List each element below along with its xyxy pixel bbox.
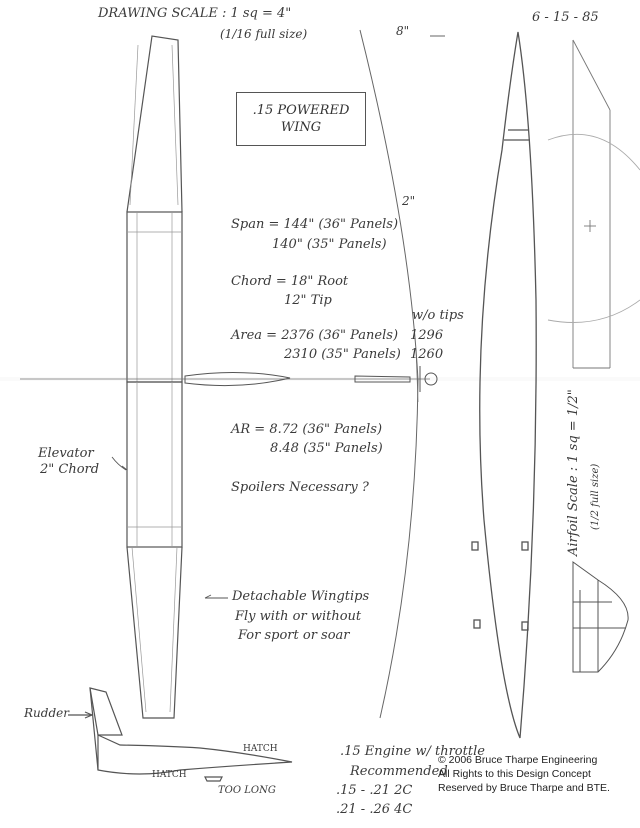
airfoil-small xyxy=(572,561,629,673)
drawing-scale-label: DRAWING SCALE : 1 sq = 4" xyxy=(98,6,292,21)
copyright-line-2: All Rights to this Design Concept xyxy=(438,768,591,780)
engine-row-1: .15 - .21 2C xyxy=(336,783,413,798)
callout-lines xyxy=(111,456,228,599)
dimension-8: 8" xyxy=(396,24,410,38)
label-rudder: Rudder xyxy=(24,706,69,720)
spec-ar-1: AR = 8.72 (36" Panels) xyxy=(231,422,383,437)
engine-line-1: .15 Engine w/ throttle xyxy=(340,744,485,759)
airfoil-scale-sub: (1/2 full size) xyxy=(590,463,601,530)
spec-span-2: 140" (35" Panels) xyxy=(272,237,387,252)
spec-area-1: Area = 2376 (36" Panels) xyxy=(231,328,399,343)
fuselage-side-view xyxy=(471,31,537,739)
spec-chord-2: 12" Tip xyxy=(284,293,332,308)
copyright-line-1: © 2006 Bruce Tharpe Engineering xyxy=(438,754,598,766)
spec-ar-2: 8.48 (35" Panels) xyxy=(270,441,383,456)
title-line-2: WING xyxy=(280,120,322,135)
spec-area-2: 2310 (35" Panels) xyxy=(284,347,401,362)
spec-span-1: Span = 144" (36" Panels) xyxy=(231,217,399,232)
label-elevator-1: Elevator xyxy=(38,446,94,461)
label-too-long: TOO LONG xyxy=(218,785,276,796)
label-wingtips-1: Detachable Wingtips xyxy=(232,589,370,604)
label-hatch-bottom: HATCH xyxy=(152,770,187,780)
spec-wo-tips-1: 1296 xyxy=(410,328,444,343)
engine-row-2: .21 - .26 4C xyxy=(336,802,413,817)
title-box: .15 POWERED WING xyxy=(236,92,366,146)
label-wingtips-3: For sport or soar xyxy=(238,628,350,643)
label-wingtips-2: Fly with or without xyxy=(235,609,362,624)
spec-chord-1: Chord = 18" Root xyxy=(231,274,349,289)
copyright-line-3: Reserved by Bruce Tharpe and BTE. xyxy=(438,782,610,794)
title-line-1: .15 POWERED xyxy=(252,103,350,118)
label-elevator-2: 2" Chord xyxy=(40,462,100,477)
airfoil-scale-label: Airfoil Scale : 1 sq = 1/2" xyxy=(566,389,581,556)
label-hatch-top: HATCH xyxy=(243,744,278,754)
dimension-2: 2" xyxy=(402,194,416,208)
engine-line-2: Recommended xyxy=(350,764,448,779)
dihedral-view xyxy=(359,29,445,719)
wing-planform xyxy=(126,35,183,719)
background-grid xyxy=(0,377,640,381)
spec-spoilers: Spoilers Necessary ? xyxy=(231,480,369,495)
side-view-airplane xyxy=(68,687,293,782)
airfoil-section xyxy=(547,39,640,369)
drawing-scale-sub: (1/16 full size) xyxy=(220,27,308,41)
spec-wo-tips-2: 1260 xyxy=(410,347,444,362)
spec-wo-tips: w/o tips xyxy=(412,308,464,323)
copyright-block: © 2006 Bruce Tharpe Engineering All Righ… xyxy=(438,753,610,795)
drawing-date: 6 - 15 - 85 xyxy=(532,10,599,25)
